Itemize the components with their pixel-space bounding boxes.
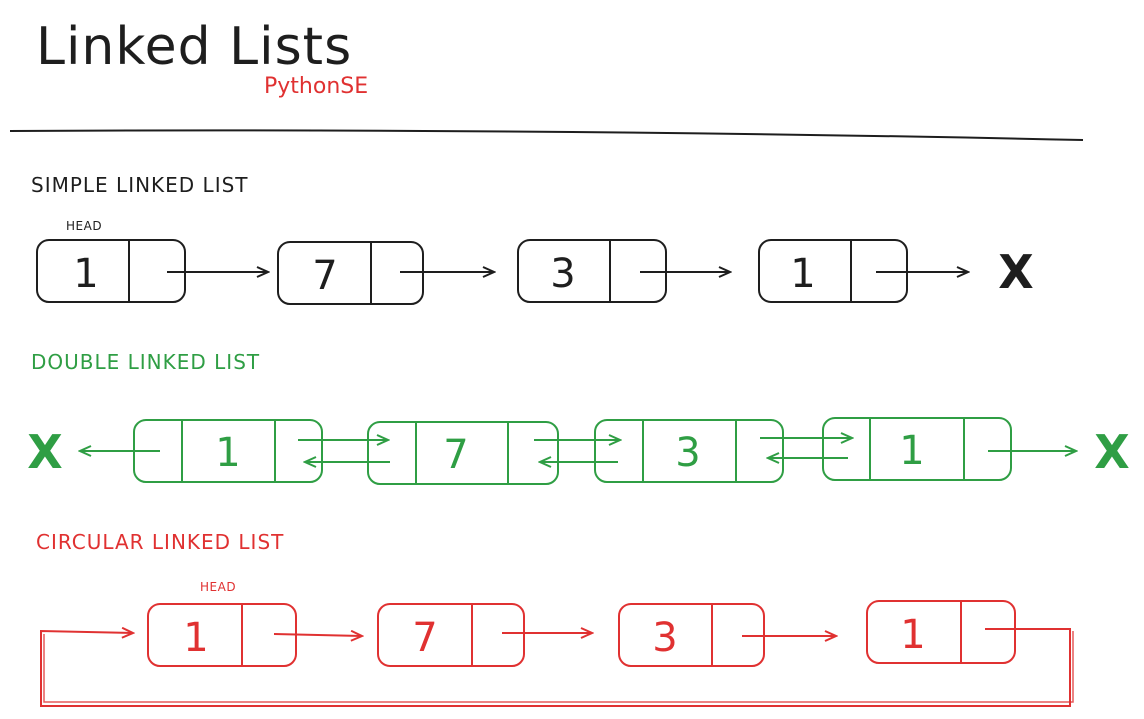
simple-node-4: 1: [758, 239, 908, 303]
circular-loop-back-sketch: [43, 631, 1074, 703]
circular-node-1: 1: [147, 603, 297, 667]
circular-node-2-value: 7: [412, 615, 437, 661]
double-section-label: DOUBLE LINKED LIST: [31, 350, 260, 374]
simple-node-2-value: 7: [312, 253, 337, 299]
double-node-1: 1: [133, 419, 323, 483]
double-node-2: 7: [367, 421, 559, 485]
circular-linked-list: CIRCULAR LINKED LIST HEAD 1 7 3 1: [36, 530, 1074, 707]
circular-head-label: HEAD: [200, 580, 236, 594]
simple-node-3-value: 3: [550, 251, 575, 297]
circular-loop-back-arrow: [40, 629, 1071, 707]
double-node-1-value: 1: [215, 430, 240, 476]
simple-linked-list: SIMPLE LINKED LIST HEAD 1 7 3 1 X: [31, 173, 1034, 305]
double-end-null-marker: X: [1094, 425, 1129, 479]
circular-node-3-value: 3: [652, 615, 677, 661]
simple-section-label: SIMPLE LINKED LIST: [31, 173, 249, 197]
circular-node-4: 1: [866, 600, 1016, 664]
double-node-3: 3: [594, 419, 784, 483]
page-subtitle: PythonSE: [264, 74, 368, 99]
circular-node-2: 7: [377, 603, 525, 667]
double-linked-list: DOUBLE LINKED LIST X 1 7 3: [27, 350, 1130, 485]
simple-node-1-value: 1: [73, 251, 98, 297]
circular-node-4-value: 1: [900, 612, 925, 658]
circular-section-label: CIRCULAR LINKED LIST: [36, 530, 284, 554]
page-title: Linked Lists: [36, 17, 352, 77]
double-start-null-marker: X: [27, 425, 62, 479]
circular-arrow-1: [273, 634, 362, 636]
double-node-3-value: 3: [675, 430, 700, 476]
simple-node-4-value: 1: [790, 251, 815, 297]
simple-node-1: 1: [36, 239, 186, 303]
double-node-4-value: 1: [899, 428, 924, 474]
double-node-4: 1: [822, 417, 1012, 481]
simple-null-marker: X: [998, 245, 1033, 299]
circular-node-1-value: 1: [183, 615, 208, 661]
simple-head-label: HEAD: [66, 219, 102, 233]
double-node-2-value: 7: [443, 432, 468, 478]
title-divider: [9, 129, 1084, 141]
